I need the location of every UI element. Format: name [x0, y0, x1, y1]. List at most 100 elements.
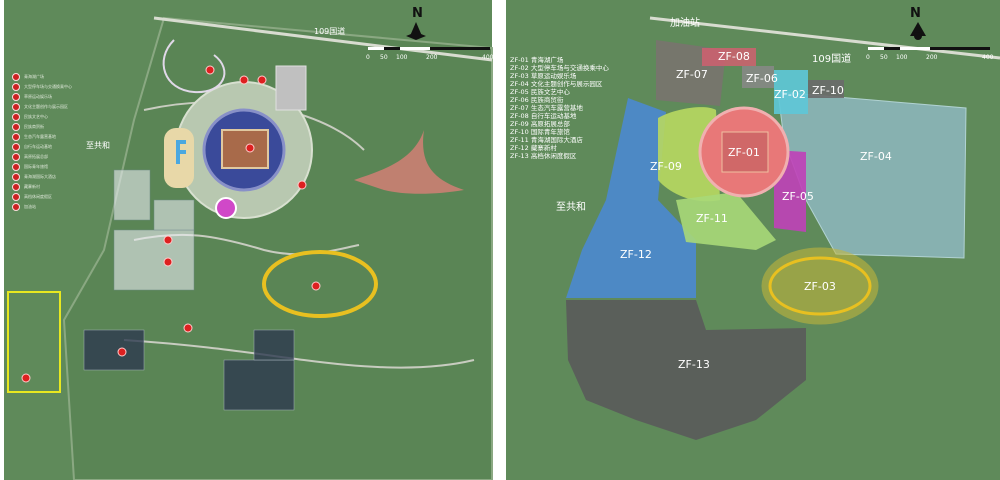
legend-item: 藏寨新村: [12, 182, 72, 192]
legend-text: 青海湖广场: [24, 74, 44, 79]
legend-item: 国际青年旅馆: [12, 162, 72, 172]
zone-zf06-area: [742, 66, 774, 88]
legend-name: 大型停车场与交通换乘中心: [530, 64, 609, 72]
marker-dot-icon: [12, 103, 20, 111]
zone-label-zf13: ZF-13: [678, 358, 710, 371]
zone-label-zf05: ZF-05: [782, 190, 814, 203]
scale-tick: 400: [982, 54, 994, 61]
legend-name: 青海湖广场: [530, 56, 564, 64]
marker-dot-icon: [12, 203, 20, 211]
legend-text: 藏寨新村: [24, 184, 40, 189]
marker-dot-icon: [12, 93, 20, 101]
legend-item: ZF-08 自行车运动基地: [510, 112, 609, 120]
zone-label-zf10: ZF-10: [812, 84, 844, 97]
marker-dot-icon: [12, 113, 20, 121]
legend-text: 草原运动娱乐场: [24, 94, 52, 99]
parking-lot: [275, 65, 307, 111]
poi-markers: [21, 65, 321, 383]
camping-loop: [162, 39, 226, 94]
zone-zf04-area: [777, 91, 967, 259]
legend-name: 藏寨新村: [530, 144, 557, 152]
legend-text: 加油站: [24, 204, 36, 209]
legend-item: ZF-03 草原运动娱乐场: [510, 72, 609, 80]
zone-zf03-area: [761, 247, 879, 325]
legend-item: ZF-01 青海湖广场: [510, 56, 609, 64]
marker-dot-icon: [12, 143, 20, 151]
stadium-field: [221, 129, 269, 169]
highway-road: [649, 16, 1000, 60]
legend-item: 大型停车场与交通换乘中心: [12, 82, 72, 92]
legend-code: ZF-08: [510, 112, 529, 120]
zone-legend: ZF-01 青海湖广场 ZF-02 大型停车场与交通换乘中心 ZF-03 草原运…: [510, 56, 609, 160]
road-label: 109国道: [314, 27, 346, 36]
scale-tick: 50: [380, 54, 388, 61]
zone-label-zf02: ZF-02: [774, 88, 806, 101]
highway-road: [153, 16, 493, 62]
legend-code: ZF-09: [510, 120, 529, 128]
zone-zf08-area: [702, 48, 756, 66]
hotel-dome: [215, 197, 237, 219]
legend-code: ZF-11: [510, 136, 529, 144]
legend-item: 民族商贸街: [12, 122, 72, 132]
scale-bar-seg: [368, 47, 384, 50]
legend-text: 高原拓展总部: [24, 154, 48, 159]
legend-name: 民族文艺中心: [530, 88, 570, 96]
legend-item: 高原拓展总部: [12, 152, 72, 162]
legend-item: ZF-10 国际青年旅馆: [510, 128, 609, 136]
marker-dot-icon: [12, 73, 20, 81]
scale-tick: 0: [866, 54, 870, 61]
marker-dot-icon: [12, 153, 20, 161]
legend-item: 文化主题创作与展示园区: [12, 102, 72, 112]
zone-label-zf12: ZF-12: [620, 248, 652, 261]
legend-code: ZF-03: [510, 72, 529, 80]
legend-text: 文化主题创作与展示园区: [24, 104, 68, 109]
legend-item: ZF-09 高原拓展总部: [510, 120, 609, 128]
legend-item: ZF-13 高档休闲度假区: [510, 152, 609, 160]
zone-label-zf04: ZF-04: [860, 150, 892, 163]
zone-label-zf01: ZF-01: [728, 146, 760, 159]
legend-item: 加油站: [12, 202, 72, 212]
legend-item: 生态汽车露营基地: [12, 132, 72, 142]
zone-zf13-area: [566, 300, 806, 440]
zone-zf02-area: [774, 70, 808, 114]
direction-label: 至共和: [556, 202, 586, 213]
legend-text: 国际青年旅馆: [24, 164, 48, 169]
scale-tick: 50: [880, 54, 888, 61]
legend-code: ZF-06: [510, 96, 529, 104]
left-site-plan: N 109国道 至共和 0 50 100 200 400 青海湖广场 大型停车场…: [4, 0, 494, 480]
north-label: N: [910, 6, 921, 21]
legend-text: 民族文艺中心: [24, 114, 48, 119]
zone-zf10-area: [808, 80, 844, 98]
marker-dot-icon: [12, 183, 20, 191]
village-houses: [113, 169, 195, 291]
legend-item: ZF-04 文化主题创作与展示园区: [510, 80, 609, 88]
right-zoning-plan: N 加油站 109国道 至共和 0 50 100 200 400 ZF-01 Z…: [506, 0, 1000, 480]
resort-villas: [83, 329, 295, 411]
legend-text: 大型停车场与交通换乘中心: [24, 84, 72, 89]
marker-dot-icon: [12, 193, 20, 201]
plaza-field: [721, 131, 769, 173]
legend-code: ZF-01: [510, 56, 529, 64]
scale-tick: 400: [482, 54, 494, 61]
legend-name: 文化主题创作与展示园区: [530, 80, 603, 88]
zone-label-zf07: ZF-07: [676, 68, 708, 81]
legend-item: ZF-06 民族商贸街: [510, 96, 609, 104]
left-legend: 青海湖广场 大型停车场与交通换乘中心 草原运动娱乐场 文化主题创作与展示园区 民…: [12, 72, 72, 212]
scale-tick: 200: [426, 54, 438, 61]
legend-item: ZF-02 大型停车场与交通换乘中心: [510, 64, 609, 72]
legend-name: 生态汽车露营基地: [530, 104, 583, 112]
legend-item: ZF-12 藏寨新村: [510, 144, 609, 152]
marker-dot-icon: [12, 123, 20, 131]
marker-dot-icon: [12, 173, 20, 181]
legend-name: 自行车运动基地: [530, 112, 577, 120]
marker-dot-icon: [12, 83, 20, 91]
legend-name: 国际青年旅馆: [530, 128, 570, 136]
legend-text: 生态汽车露营基地: [24, 134, 56, 139]
direction-label: 至共和: [86, 141, 110, 150]
scale-tick: 100: [896, 54, 908, 61]
north-label: N: [412, 6, 423, 21]
legend-code: ZF-13: [510, 152, 529, 160]
zone-zf11-area: [676, 192, 776, 250]
legend-item: 民族文艺中心: [12, 112, 72, 122]
marker-dot-icon: [12, 133, 20, 141]
